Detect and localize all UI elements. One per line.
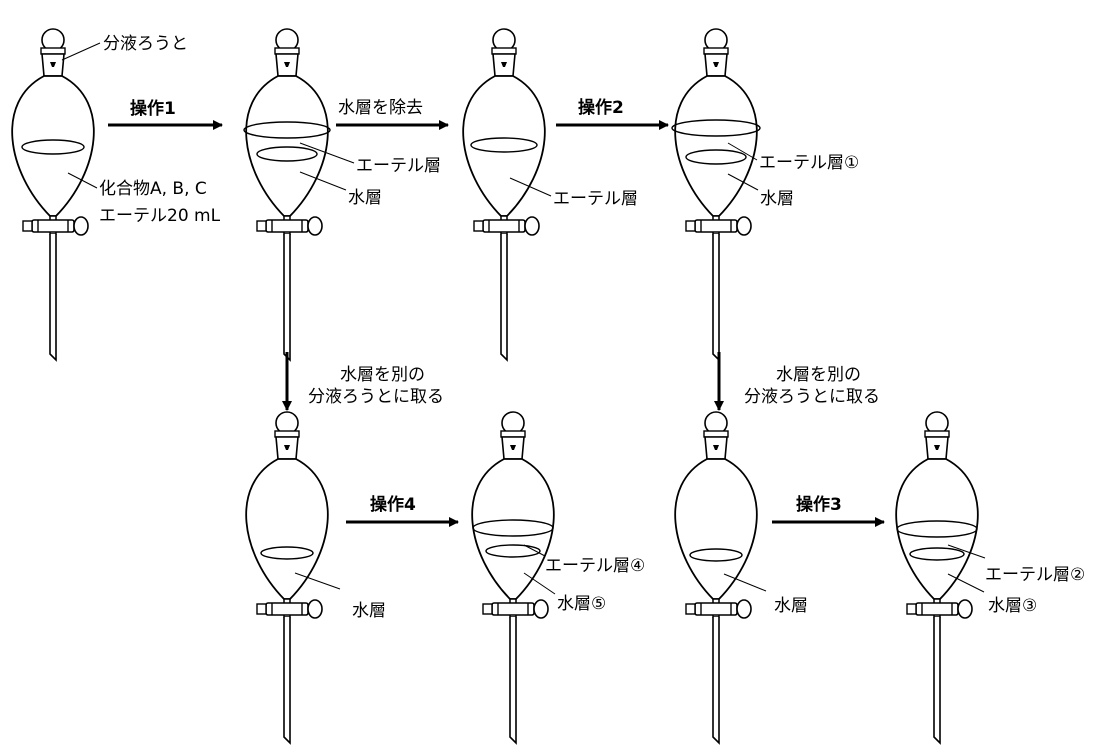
leader-line	[523, 572, 556, 595]
layer-boundary	[485, 544, 541, 558]
ether-surface	[896, 520, 978, 538]
transfer-right-label-2: 分液ろうとに取る	[744, 387, 880, 407]
ether-layer-4-label: エーテル層④	[545, 556, 645, 576]
separatory-funnel-4	[671, 28, 761, 361]
leader-line	[67, 172, 98, 189]
separatory-funnel-6	[471, 411, 555, 744]
contents-label: 化合物A, B, C	[99, 179, 207, 199]
leader-line	[723, 573, 767, 592]
leader-line	[61, 42, 101, 61]
transfer-left-label-2: 分液ろうとに取る	[308, 387, 444, 407]
water-layer-label: 水層	[348, 188, 382, 208]
layer-boundary	[21, 139, 85, 155]
funnel-name-label: 分液ろうと	[103, 34, 188, 54]
layer-boundary	[685, 149, 747, 165]
operation-1-label: 操作1	[130, 98, 176, 119]
layer-boundary	[256, 146, 318, 162]
ether-surface	[472, 519, 554, 537]
water-surface	[260, 546, 314, 560]
leader-line	[947, 573, 985, 593]
water-layer-3-label: 水層③	[988, 596, 1037, 616]
leader-line	[509, 177, 552, 197]
operation-2-label: 操作2	[578, 97, 624, 118]
transfer-left-label-1: 水層を別の	[340, 365, 425, 385]
water-layer-label: 水層	[352, 601, 386, 621]
ether-volume-label: エーテル20 mL	[99, 206, 221, 226]
separatory-funnel-5	[245, 411, 329, 744]
remove-water-label: 水層を除去	[338, 98, 423, 118]
separatory-funnel-8	[895, 411, 979, 744]
separatory-funnel-3	[462, 28, 546, 361]
ether-layer-label: エーテル層	[553, 189, 638, 209]
water-layer-label: 水層	[774, 596, 808, 616]
leader-line	[727, 142, 758, 161]
leader-line	[727, 173, 759, 191]
layer-boundary	[909, 547, 965, 561]
water-layer-5-label: 水層⑤	[557, 594, 606, 614]
water-surface	[689, 548, 743, 562]
separatory-funnel-1	[11, 28, 95, 361]
separatory-funnel-2	[243, 28, 331, 361]
separatory-funnel-7	[674, 411, 758, 744]
water-layer-label: 水層	[760, 189, 794, 209]
ether-surface	[470, 137, 538, 153]
ether-layer-1-label: エーテル層①	[759, 153, 859, 173]
leader-line	[299, 171, 347, 191]
leader-line	[299, 142, 355, 164]
operation-3-label: 操作3	[796, 494, 842, 515]
ether-layer-label: エーテル層	[356, 156, 441, 176]
ether-surface	[671, 119, 761, 137]
leader-line	[294, 572, 341, 590]
leader-line	[523, 544, 546, 557]
operation-4-label: 操作4	[370, 494, 416, 515]
ether-surface	[243, 121, 331, 139]
leader-line	[947, 544, 986, 559]
transfer-right-label-1: 水層を別の	[776, 365, 861, 385]
ether-layer-2-label: エーテル層②	[985, 565, 1085, 585]
